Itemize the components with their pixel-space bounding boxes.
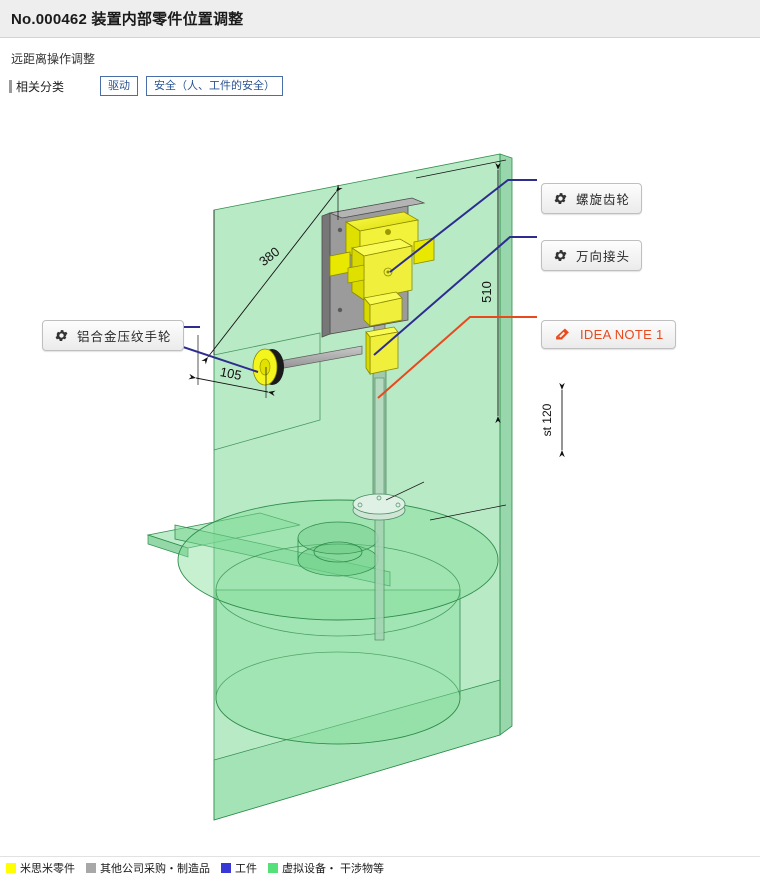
page-subtitle: 远距离操作调整	[11, 52, 96, 66]
dimension-105: 105	[188, 335, 276, 398]
gear-icon	[553, 248, 568, 263]
dimension-510: 510	[415, 159, 507, 521]
dimension-510-label: 510	[479, 281, 494, 303]
legend-swatch-virtual-equipment	[268, 862, 278, 873]
callout-idea-note[interactable]: IDEA NOTE 1	[541, 320, 676, 349]
dimension-st120-label: st 120	[540, 403, 554, 436]
legend-item-virtual-equipment: 虚拟设备・ 干涉物等	[268, 860, 384, 876]
virtual-cylinder-stack	[177, 499, 499, 745]
category-accent-bar	[9, 79, 12, 93]
legend-item-other-company: 其他公司采购・制造品	[86, 860, 210, 876]
category-tag-safety[interactable]: 安全（人、工件的安全）	[146, 76, 284, 96]
legend-label-other-company: 其他公司采购・制造品	[100, 862, 210, 875]
legend-label-workpiece: 工件	[235, 862, 257, 875]
legend-swatch-misumi	[6, 862, 16, 873]
category-row: 相关分类 驱动 安全（人、工件的安全）	[0, 67, 760, 96]
legend-item-workpiece: 工件	[221, 860, 257, 876]
drive-shaft	[352, 319, 425, 641]
callout-idea-note-label: IDEA NOTE 1	[580, 327, 664, 342]
gear-assembly	[329, 211, 435, 376]
page-title: No.000462 装置内部零件位置调整	[11, 11, 244, 28]
dimension-st120: st 120	[540, 382, 565, 458]
legend-swatch-other-company	[86, 862, 96, 873]
callout-handwheel-label: 铝合金压纹手轮	[77, 330, 172, 344]
callout-handwheel[interactable]: 铝合金压纹手轮	[42, 320, 184, 351]
handwheel	[252, 348, 284, 386]
callout-helical-gear-label: 螺旋齿轮	[576, 193, 631, 207]
leader-lines	[166, 179, 537, 399]
dimension-105-label: 105	[219, 364, 243, 383]
gear-icon	[54, 328, 69, 343]
legend-label-virtual-equipment: 虚拟设备・ 干涉物等	[282, 862, 385, 875]
legend-swatch-workpiece	[221, 862, 231, 873]
category-tag-drive[interactable]: 驱动	[100, 76, 139, 96]
legend-item-misumi: 米思米零件	[6, 860, 75, 876]
category-label: 相关分类	[16, 79, 65, 94]
title-bar: No.000462 装置内部零件位置调整	[0, 0, 760, 38]
callout-universal-joint-label: 万向接头	[576, 250, 631, 264]
callout-helical-gear[interactable]: 螺旋齿轮	[541, 183, 643, 214]
callout-universal-joint[interactable]: 万向接头	[541, 240, 643, 271]
drawing-canvas: 380 105 510 st 120	[0, 120, 760, 850]
legend-label-misumi: 米思米零件	[20, 862, 75, 875]
gear-icon	[553, 191, 568, 206]
pencil-icon	[553, 326, 572, 343]
legend-bar: 米思米零件 其他公司采购・制造品 工件 虚拟设备・ 干涉物等	[0, 856, 760, 878]
